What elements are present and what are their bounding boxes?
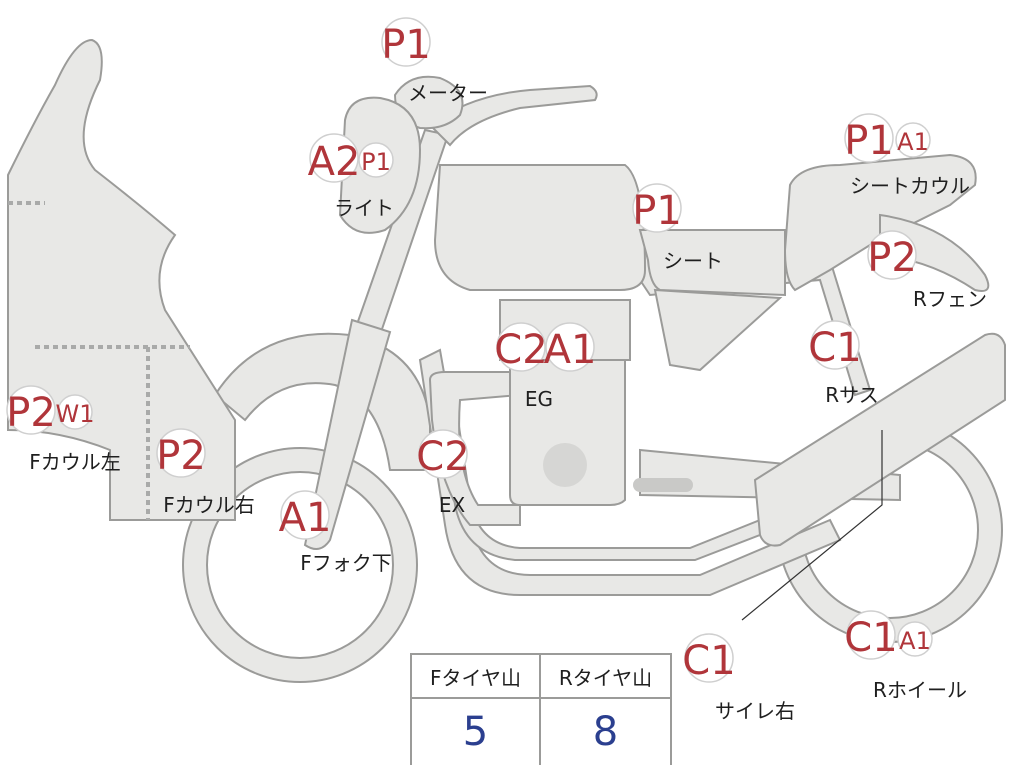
grade-seat-cowl-a1: A1 [895,122,931,158]
label-r-suspension: Rサス [825,383,879,407]
fork-lower [303,318,392,550]
svg-text:C1: C1 [844,615,897,661]
svg-text:W1: W1 [56,400,95,428]
svg-text:C2: C2 [416,434,469,480]
svg-text:A1: A1 [544,327,597,373]
label-r-wheel: Rホイール [873,678,967,702]
svg-text:A2: A2 [308,139,361,185]
front-wheel [182,447,418,683]
svg-text:C2: C2 [494,327,547,373]
label-muffler-right: サイレ右 [715,699,795,723]
grade-r-wheel-a1: A1 [897,621,933,657]
grade-exhaust-c2: C2 [416,429,470,480]
engine-case [509,359,626,506]
handlebar [428,84,598,147]
svg-text:P2: P2 [867,235,917,281]
label-r-fender: Rフェン [913,287,987,311]
svg-text:P1: P1 [844,118,894,164]
svg-text:C1: C1 [808,325,861,371]
grade-r-fender-p2: P2 [867,230,917,281]
footpeg [633,478,693,492]
grade-muffler-right-c1: C1 [682,633,736,684]
engine-cover [543,443,587,487]
grade-meter-p1: P1 [381,17,431,68]
label-meter: メーター [408,81,488,105]
grade-engine-c2: C2 [494,322,548,373]
svg-text:P1: P1 [381,22,431,68]
seat [638,229,786,297]
grade-seat-p1: P1 [632,183,682,234]
grade-light-a2: A2 [308,133,361,185]
rear-tire-tread-value: 8 [592,709,619,755]
label-engine: EG [525,387,553,411]
svg-text:P2: P2 [156,433,206,479]
label-f-fork-lower: Fフォク下 [300,551,392,575]
muffler [753,332,1006,547]
label-seat: シート [663,249,723,273]
svg-text:P1: P1 [632,188,682,234]
svg-text:P2: P2 [6,390,56,436]
grade-engine-a1: A1 [544,322,597,373]
grade-f-fork-lower-a1: A1 [279,490,332,541]
label-f-cowl-right: Fカウル右 [163,493,255,517]
front-tire-tread-value: 5 [412,699,541,765]
seat-lower [653,288,783,372]
svg-text:P1: P1 [361,148,391,176]
grade-f-cowl-right-p2: P2 [156,428,206,479]
svg-text:A1: A1 [279,495,332,541]
front-tire-tread-header: Fタイヤ山 [412,655,541,699]
label-exhaust: EX [439,493,466,517]
grade-r-suspension-c1: C1 [808,320,862,371]
r-suspension-leader [741,430,883,621]
grade-f-cowl-left-p2: P2 [6,385,56,436]
label-light: ライト [334,196,394,220]
grade-f-cowl-left-w1: W1 [56,394,95,430]
label-f-cowl-left: Fカウル左 [29,450,121,474]
svg-text:A1: A1 [897,128,929,156]
svg-text:A1: A1 [899,627,931,655]
grade-light-p1: P1 [358,142,394,178]
tire-tread-table: Fタイヤ山 Rタイヤ山 5 8 [410,653,672,765]
frame-lower [418,348,842,596]
fuel-tank [433,164,647,291]
label-seat-cowl: シートカウル [850,174,970,198]
grade-r-wheel-c1: C1 [844,610,898,661]
svg-text:C1: C1 [682,638,735,684]
rear-fender [879,213,990,292]
grade-seat-cowl-p1: P1 [844,113,894,164]
rear-tire-tread-header: Rタイヤ山 [541,655,670,699]
